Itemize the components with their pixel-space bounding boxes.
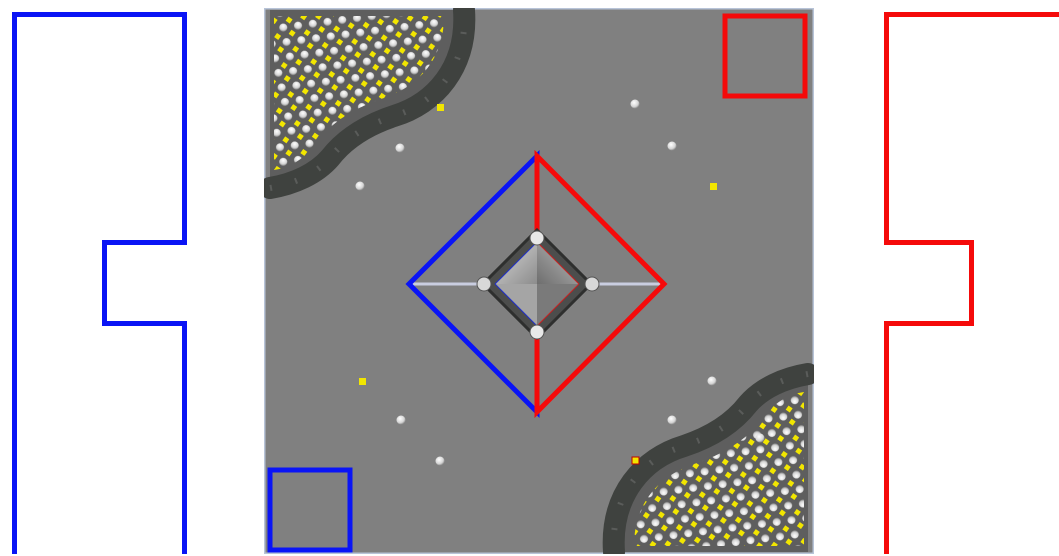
cube xyxy=(437,104,444,111)
ball xyxy=(668,142,677,151)
cube xyxy=(710,183,717,190)
cube xyxy=(632,457,639,464)
ball xyxy=(668,416,677,425)
ball xyxy=(631,100,640,109)
ball xyxy=(756,434,765,443)
cube xyxy=(359,378,366,385)
ball xyxy=(397,416,406,425)
ball xyxy=(436,457,445,466)
game-field xyxy=(264,8,814,554)
ball xyxy=(396,144,405,153)
red-alliance-station-box xyxy=(884,240,974,326)
ball xyxy=(356,182,365,191)
ball xyxy=(708,377,717,386)
blue-alliance-station-box xyxy=(102,240,187,326)
